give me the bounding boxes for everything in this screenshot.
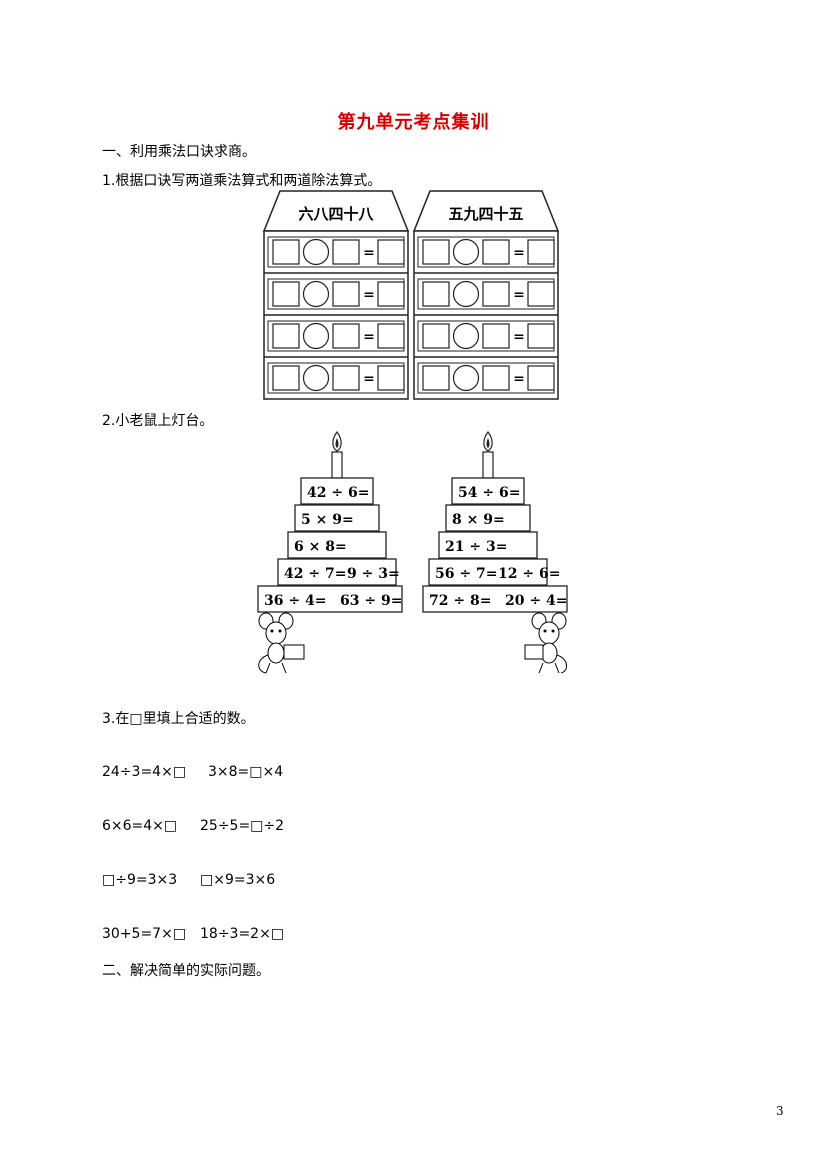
candle xyxy=(331,451,343,479)
answer-box xyxy=(527,365,555,391)
answer-box xyxy=(272,239,300,265)
multiplication-houses-figure: 六八四十八 = = = = 五九四十五 = = = = xyxy=(262,190,560,400)
question-2-prompt: 2.小老鼠上灯台。 xyxy=(102,413,214,429)
operator-circle xyxy=(452,238,480,266)
answer-box xyxy=(422,239,450,265)
answer-box xyxy=(422,365,450,391)
operator-circle xyxy=(452,322,480,350)
question-3-prompt: 3.在□里填上合适的数。 xyxy=(102,711,255,727)
answer-box xyxy=(332,365,360,391)
tower-right: 54 ÷ 6= 8 × 9= 21 ÷ 3= 56 ÷ 7=12 ÷ 6= 72 ÷ 8… xyxy=(422,430,568,613)
operator-circle xyxy=(302,322,330,350)
tier-block xyxy=(277,558,397,586)
answer-box xyxy=(332,281,360,307)
answer-box xyxy=(272,281,300,307)
answer-box xyxy=(482,365,510,391)
tier-expression: 21 ÷ 3= xyxy=(445,539,507,555)
equals-sign: = xyxy=(513,371,525,387)
answer-box xyxy=(332,239,360,265)
operator-circle xyxy=(452,280,480,308)
house-right: 五九四十五 = = = = xyxy=(412,190,560,400)
tier-block xyxy=(428,558,548,586)
answer-box xyxy=(527,239,555,265)
operator-circle xyxy=(302,364,330,392)
question-1-prompt: 1.根据口诀写两道乘法算式和两道除法算式。 xyxy=(102,173,382,189)
fill-blank-expression: □÷9=3×3 xyxy=(102,872,178,888)
tier-expression: 12 ÷ 6= xyxy=(498,566,560,582)
tier-block xyxy=(287,531,387,559)
answer-box xyxy=(422,323,450,349)
page-title: 第九单元考点集训 xyxy=(337,112,490,133)
tier-block xyxy=(445,504,531,532)
tier-expression: 5 × 9= xyxy=(301,512,354,528)
fill-blank-expression: 30+5=7×□ xyxy=(102,926,187,942)
answer-box xyxy=(377,239,405,265)
house-roof-label: 五九四十五 xyxy=(448,205,523,223)
equals-sign: = xyxy=(513,245,525,261)
answer-box xyxy=(422,281,450,307)
answer-box xyxy=(482,323,510,349)
equals-sign: = xyxy=(363,329,375,345)
fill-blank-expression: 25÷5=□÷2 xyxy=(200,818,285,834)
section-heading-2: 二、解决简单的实际问题。 xyxy=(102,963,270,979)
tier-expression: 8 × 9= xyxy=(452,512,505,528)
tier-expression: 36 ÷ 4= xyxy=(264,593,326,609)
tier-block xyxy=(300,477,374,505)
tier-block xyxy=(294,504,380,532)
fill-blank-expression: 3×8=□×4 xyxy=(208,764,284,780)
tier-block xyxy=(438,531,538,559)
equals-sign: = xyxy=(513,329,525,345)
equals-sign: = xyxy=(363,245,375,261)
answer-box xyxy=(272,323,300,349)
tier-expression: 42 ÷ 6= xyxy=(307,485,369,501)
answer-box xyxy=(482,239,510,265)
candle-flame-core xyxy=(335,438,339,448)
tier-block xyxy=(422,585,568,613)
lamp-stand-towers-figure: 42 ÷ 6= 5 × 9= 6 × 8= 42 ÷ 7=9 ÷ 3= 36 ÷ 4= 6… xyxy=(257,430,568,674)
answer-box xyxy=(482,281,510,307)
equals-sign: = xyxy=(513,287,525,303)
answer-box xyxy=(377,281,405,307)
house-left: 六八四十八 = = = = xyxy=(262,190,410,400)
tier-block xyxy=(257,585,403,613)
section-heading-1: 一、利用乘法口诀求商。 xyxy=(102,144,256,160)
answer-box xyxy=(272,365,300,391)
answer-box xyxy=(377,365,405,391)
tier-expression: 54 ÷ 6= xyxy=(458,485,520,501)
mouse-left-illustration xyxy=(258,612,305,674)
equals-sign: = xyxy=(363,287,375,303)
answer-box xyxy=(377,323,405,349)
operator-circle xyxy=(452,364,480,392)
answer-box xyxy=(527,323,555,349)
answer-box xyxy=(527,281,555,307)
fill-blank-expression: 24÷3=4×□ xyxy=(102,764,187,780)
operator-circle xyxy=(302,280,330,308)
tier-expression: 6 × 8= xyxy=(294,539,347,555)
tier-expression: 56 ÷ 7= xyxy=(435,566,497,582)
house-roof-label: 六八四十八 xyxy=(298,205,374,223)
tier-block xyxy=(451,477,525,505)
candle xyxy=(482,451,494,479)
candle-flame-core xyxy=(486,438,490,448)
page-number: 3 xyxy=(776,1104,784,1118)
equals-sign: = xyxy=(363,371,375,387)
fill-blank-expression: 18÷3=2×□ xyxy=(200,926,285,942)
tier-expression: 20 ÷ 4= xyxy=(505,593,567,609)
tier-expression: 63 ÷ 9= xyxy=(340,593,402,609)
mouse-right-illustration xyxy=(524,612,567,674)
fill-blank-expression: 6×6=4×□ xyxy=(102,818,178,834)
operator-circle xyxy=(302,238,330,266)
tier-expression: 9 ÷ 3= xyxy=(347,566,400,582)
tier-expression: 42 ÷ 7= xyxy=(284,566,346,582)
tower-left: 42 ÷ 6= 5 × 9= 6 × 8= 42 ÷ 7=9 ÷ 3= 36 ÷ 4= 6… xyxy=(257,430,403,613)
answer-box xyxy=(332,323,360,349)
fill-blank-expression: □×9=3×6 xyxy=(200,872,276,888)
tier-expression: 72 ÷ 8= xyxy=(429,593,491,609)
